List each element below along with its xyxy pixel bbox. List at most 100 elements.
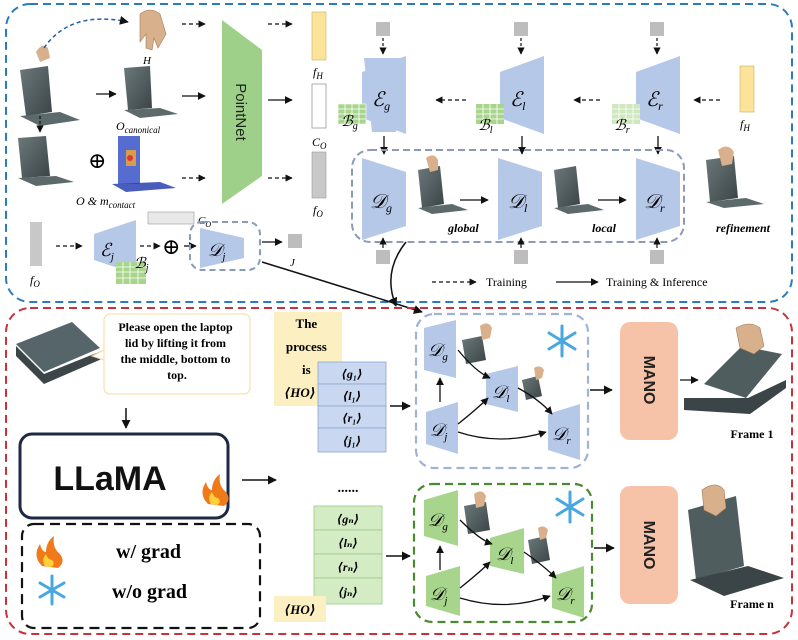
fn-dec-l-label: 𝒟l [496, 544, 514, 567]
co-small-feature [147, 211, 195, 225]
token-jn: ⟨jₙ⟩ [338, 585, 358, 599]
f1-snowflake-icon [547, 324, 577, 358]
encoder-j-label: ℰj [100, 240, 114, 263]
encoder-j-shape [94, 220, 136, 274]
fn-dec-g [424, 490, 458, 546]
token-gn: ⟨gₙ⟩ [337, 512, 359, 526]
f1-arrows [436, 349, 553, 440]
codebook-g-label: ℬg [341, 114, 358, 132]
process-text: The process is ⟨HO⟩ [284, 316, 330, 400]
frame1-render [684, 323, 786, 414]
f1-dec-j [426, 402, 458, 454]
feature-fH [311, 11, 327, 61]
fn-dec-j [426, 566, 460, 616]
J-feature [288, 234, 302, 248]
snowflake-icon [38, 574, 66, 606]
encoder-r-shape [636, 56, 680, 134]
link-dec-j-to-bottom [261, 261, 423, 314]
decoder-r-label: 𝒟r [644, 191, 665, 215]
contact-pointcloud [112, 136, 176, 192]
codebook-l [476, 104, 504, 124]
mano-label-1: MANO [640, 356, 657, 405]
local-stage-laptop [554, 166, 604, 214]
ho-token: ⟨HO⟩ [284, 602, 315, 617]
codebook-j [116, 262, 146, 284]
codebook-r-label: ℬr [614, 118, 630, 136]
legend-nograd-text: w/o grad [112, 581, 187, 603]
encoder-row [376, 22, 664, 55]
fn-dec-l [490, 528, 524, 574]
feature-CO [311, 83, 327, 129]
feature-fH-label: fH [313, 65, 323, 81]
encoder-l-shape [500, 56, 544, 134]
mano-box-1 [620, 322, 678, 440]
fn-arrows [436, 519, 557, 606]
token-l1: ⟨l₁⟩ [343, 389, 362, 403]
f1-dec-r [548, 404, 580, 460]
legend-train-inf-text: Training & Inference [606, 275, 708, 289]
legend-grad-text: w/ grad [116, 541, 181, 563]
encoder-r-label: ℰr [646, 89, 663, 113]
tokens-framen [313, 505, 383, 605]
frame1-label: Frame 1 [731, 427, 774, 441]
input-laptop-bottom [16, 322, 104, 384]
pointnet-label: PointNet [232, 83, 249, 141]
feature-fO-label: fO [313, 203, 323, 219]
decoder-r-shape [636, 158, 680, 240]
global-stage-laptop [418, 155, 468, 214]
stage-local-label: local [592, 221, 617, 235]
fire-icon [36, 536, 63, 568]
J-label: J [290, 257, 296, 269]
pointnet-block [222, 20, 262, 204]
bottom-panel-border [5, 307, 793, 635]
f1-dec-g [424, 320, 456, 378]
f1-hand-laptop-l [522, 366, 544, 400]
fn-dec-g-label: 𝒟g [428, 510, 448, 533]
instruction-text: Please open the laptop lid by lifting it… [118, 320, 235, 382]
decoder-l-shape [498, 158, 542, 240]
f1-dec-l-label: 𝒟l [492, 382, 510, 405]
llama-label: LLaMA [53, 460, 166, 498]
hand-image [139, 9, 167, 51]
feature-fO [311, 151, 327, 199]
decoder-l-label: 𝒟l [508, 191, 528, 215]
fn-dec-j-label: 𝒟j [430, 584, 448, 607]
f1-dec-r-label: 𝒟r [552, 424, 571, 447]
fn-hand-laptop-g [464, 491, 490, 534]
f1-dec-j-label: 𝒟j [430, 420, 448, 443]
hand-symbol: H [142, 55, 152, 67]
bottom-fO-feature [30, 222, 42, 266]
ellipsis: ...... [338, 481, 359, 496]
decoder-group-framen [412, 482, 594, 624]
decoder-g-shape [362, 158, 406, 240]
stage-global-label: global [447, 221, 479, 235]
right-fH-label: fH [740, 117, 750, 133]
object-contact-label: O & mcontact [76, 194, 136, 210]
f1-dec-l [486, 366, 518, 412]
f1-dec-g-label: 𝒟g [428, 340, 448, 363]
stage-refinement-label: refinement [716, 221, 771, 235]
fire-icon-llama [202, 474, 229, 506]
codebook-l-label: ℬl [478, 118, 493, 136]
link-decoders-to-bottom [388, 241, 407, 307]
oplus-j: ⊕ [162, 234, 180, 259]
bottom-fO-label: fO [30, 273, 40, 289]
fn-dec-r-label: 𝒟r [556, 584, 575, 607]
canonical-laptop [124, 66, 178, 118]
tokens-frame1 [317, 361, 387, 453]
refinement-stage-laptop [706, 146, 764, 208]
mano-box-n [620, 486, 678, 604]
fn-hand-laptop-l [528, 526, 550, 564]
mano-label-n: MANO [640, 521, 657, 570]
oplus-symbol: ⊕ [88, 148, 106, 173]
token-rn: ⟨rₙ⟩ [337, 560, 358, 574]
framen-label: Frame n [730, 597, 774, 611]
ho-token-bg [274, 596, 326, 622]
laptop-with-hand-input [20, 45, 80, 126]
fn-snowflake-icon [555, 490, 585, 524]
decoder-j-label: 𝒟j [208, 240, 226, 263]
hand-curve-arrow [43, 15, 129, 49]
codebook-j-label: ℬj [134, 256, 149, 274]
framen-render [688, 484, 784, 596]
